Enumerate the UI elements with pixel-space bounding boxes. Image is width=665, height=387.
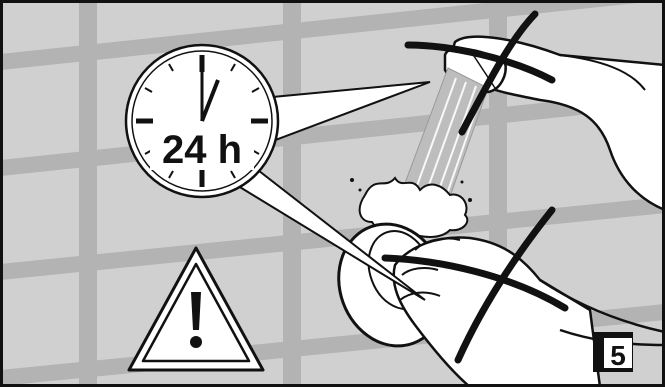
step-number-badge: 5	[593, 332, 633, 372]
clock-icon: 24 h	[124, 43, 280, 199]
warning-triangle-icon	[127, 246, 265, 372]
step-number: 5	[610, 340, 626, 371]
cross-out-mark	[404, 10, 556, 136]
clock-duration-label: 24 h	[162, 128, 242, 172]
cross-out-mark	[381, 206, 569, 364]
